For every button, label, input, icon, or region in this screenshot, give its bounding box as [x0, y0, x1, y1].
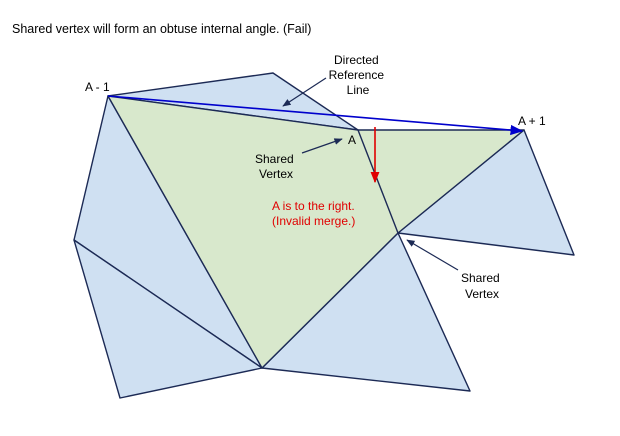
- result-label: A is to the right. (Invalid merge.): [272, 199, 358, 228]
- vertex-label-a-minus-1: A - 1: [85, 80, 110, 94]
- shared-vertex-label-1-line-1: Shared: [255, 152, 294, 166]
- vertex-label-a-plus-1: A + 1: [518, 114, 546, 128]
- reference-line-label-line-2: Reference: [329, 68, 385, 82]
- shared-vertex-label-2-line-1: Shared: [461, 271, 500, 285]
- result-label-line-1: A is to the right.: [272, 199, 355, 213]
- directed-reference-line: [107, 95, 524, 136]
- polygon-left-lower: [73, 239, 263, 399]
- shared-vertex-label-1: Shared Vertex: [255, 152, 297, 181]
- shared-vertex-pointer-1: [301, 138, 343, 154]
- shared-vertex-label-2-line-2: Vertex: [465, 287, 499, 301]
- figure-title: Shared vertex will form an obtuse intern…: [12, 22, 311, 36]
- shared-vertex-label-1-line-2: Vertex: [259, 167, 293, 181]
- merged-polygon: [107, 95, 525, 369]
- reference-line-label-line-1: Directed: [334, 53, 379, 67]
- reference-line-pointer: [282, 77, 327, 107]
- shared-vertex-label-2: Shared Vertex: [461, 271, 503, 301]
- reference-line-label: Directed Reference Line: [329, 53, 388, 97]
- reference-line-label-line-3: Line: [347, 83, 370, 97]
- shared-vertex-pointer-2: [406, 239, 459, 271]
- vertex-label-a: A: [348, 133, 356, 147]
- neighbor-polygons: [73, 72, 575, 399]
- result-label-line-2: (Invalid merge.): [272, 214, 355, 228]
